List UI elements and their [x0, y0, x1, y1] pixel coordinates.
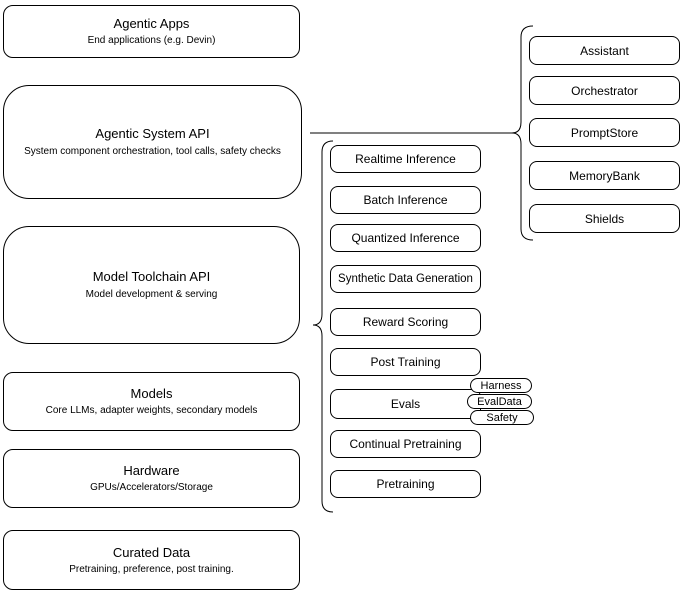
- tag-harness: Harness: [470, 378, 532, 393]
- node-assistant: Assistant: [529, 36, 680, 65]
- chip-label: MemoryBank: [569, 168, 640, 183]
- node-reward-scoring: Reward Scoring: [330, 308, 481, 336]
- node-subtitle: Pretraining, preference, post training.: [69, 563, 234, 575]
- chip-label: Orchestrator: [571, 83, 638, 98]
- node-memorybank: MemoryBank: [529, 161, 680, 190]
- node-realtime-inference: Realtime Inference: [330, 145, 481, 173]
- chip-label: Pretraining: [376, 477, 435, 491]
- node-subtitle: End applications (e.g. Devin): [87, 35, 216, 46]
- node-pretraining: Pretraining: [330, 470, 481, 498]
- node-subtitle: GPUs/Accelerators/Storage: [90, 482, 213, 493]
- node-title: Curated Data: [112, 544, 191, 560]
- node-title: Hardware: [123, 463, 180, 478]
- node-evals: Evals: [330, 389, 481, 419]
- node-promptstore: PromptStore: [529, 118, 680, 147]
- chip-label: PromptStore: [570, 125, 639, 140]
- chip-label: Quantized Inference: [351, 231, 460, 245]
- tag-label: Safety: [486, 411, 518, 424]
- node-post-training: Post Training: [330, 348, 481, 376]
- node-title: Model Toolchain API: [92, 269, 211, 284]
- chip-label: Reward Scoring: [362, 315, 449, 329]
- node-agentic-apps: Agentic Apps End applications (e.g. Devi…: [3, 5, 300, 58]
- tag-label: EvalData: [477, 395, 522, 408]
- tag-label: Harness: [480, 379, 522, 392]
- node-title: Agentic System API: [95, 126, 210, 141]
- node-synthetic-data-generation: Synthetic Data Generation: [330, 265, 481, 293]
- node-models: Models Core LLMs, adapter weights, secon…: [3, 372, 300, 431]
- node-title: Models: [130, 386, 173, 401]
- chip-label: Evals: [390, 397, 421, 411]
- node-orchestrator: Orchestrator: [529, 76, 680, 105]
- node-hardware: Hardware GPUs/Accelerators/Storage: [3, 449, 300, 508]
- node-shields: Shields: [529, 204, 680, 233]
- node-curated-data: Curated Data Pretraining, preference, po…: [3, 530, 300, 590]
- node-subtitle: System component orchestration, tool cal…: [24, 146, 281, 157]
- node-agentic-system-api: Agentic System API System component orch…: [3, 85, 302, 199]
- chip-label: Synthetic Data Generation: [338, 273, 473, 285]
- chip-label: Assistant: [580, 43, 629, 58]
- node-model-toolchain-api: Model Toolchain API Model development & …: [3, 226, 300, 344]
- tag-safety: Safety: [470, 410, 534, 425]
- chip-label: Batch Inference: [363, 193, 448, 207]
- chip-label: Realtime Inference: [355, 152, 456, 166]
- tag-evaldata: EvalData: [467, 394, 532, 409]
- node-continual-pretraining: Continual Pretraining: [330, 430, 481, 458]
- node-title: Agentic Apps: [113, 16, 190, 31]
- chip-label: Post Training: [370, 355, 441, 369]
- chip-label: Continual Pretraining: [349, 437, 462, 451]
- node-subtitle: Core LLMs, adapter weights, secondary mo…: [45, 405, 258, 416]
- node-subtitle: Model development & serving: [85, 289, 218, 300]
- chip-label: Shields: [584, 211, 625, 226]
- node-batch-inference: Batch Inference: [330, 186, 481, 214]
- node-quantized-inference: Quantized Inference: [330, 224, 481, 252]
